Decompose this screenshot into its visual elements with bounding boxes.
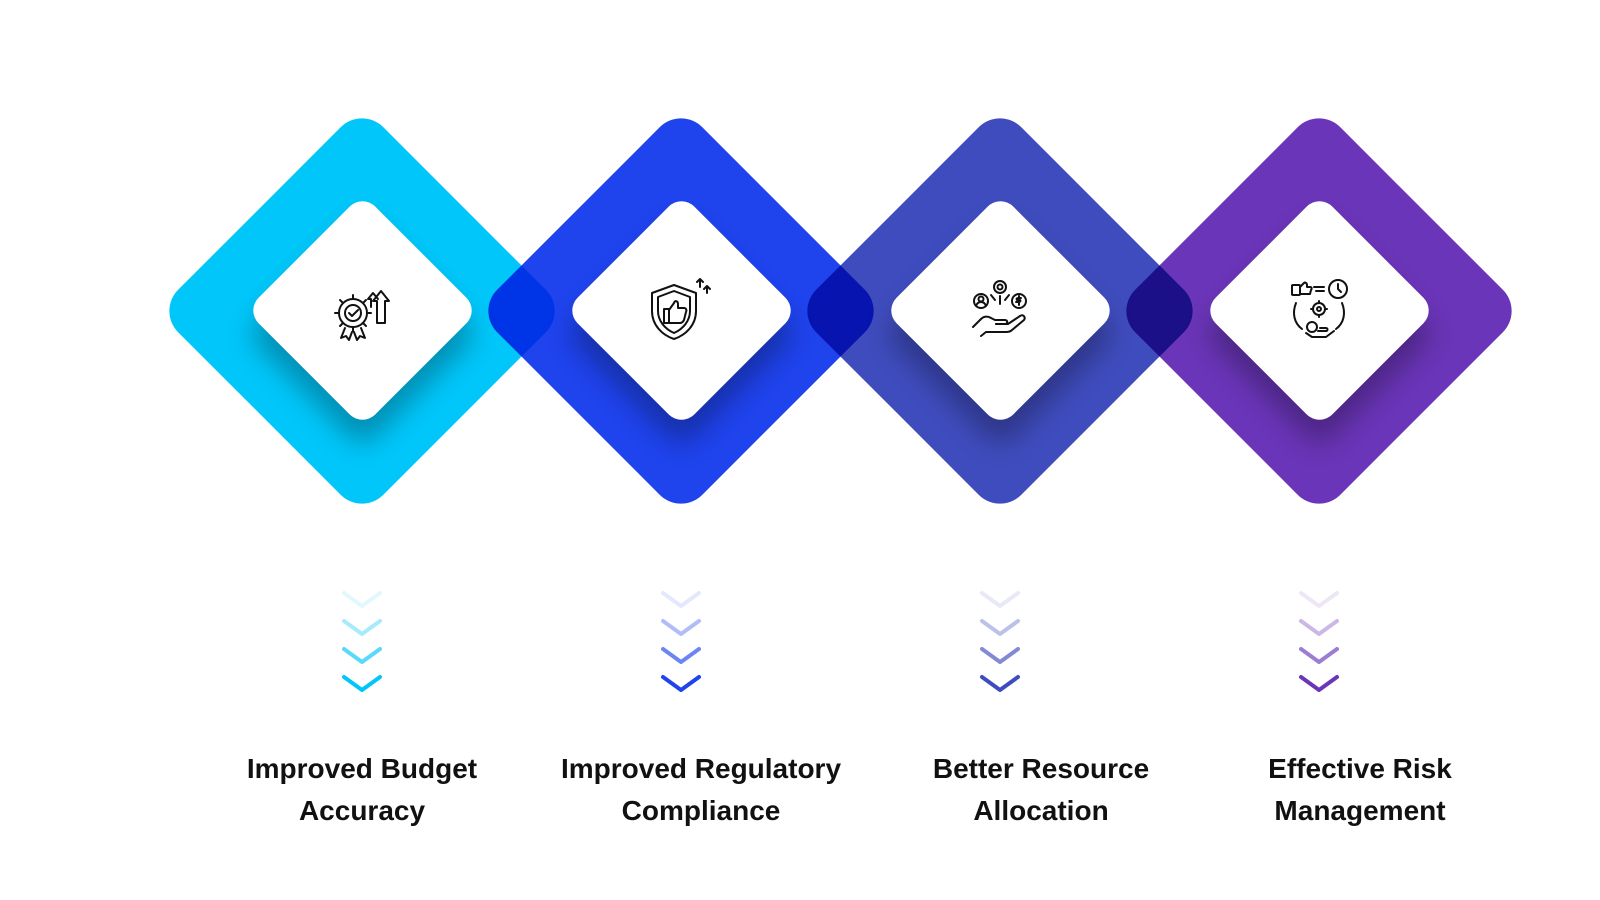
step-label-2-line1: Improved Regulatory: [560, 753, 842, 784]
step-label-3: Better Resource Allocation: [876, 748, 1206, 832]
chevron-down-icon-3: [975, 585, 1025, 695]
risk-management-cycle-icon: [1279, 270, 1359, 350]
step-label-4-line2: Management: [1274, 795, 1446, 826]
step-label-2-line2: Compliance: [621, 795, 781, 826]
step-label-4-line1: Effective Risk: [1268, 753, 1452, 784]
step-label-1: Improved Budget Accuracy: [197, 748, 527, 832]
chevron-down-icon-4: [1294, 585, 1344, 695]
step-label-4: Effective Risk Management: [1195, 748, 1525, 832]
step-label-1-line2: Accuracy: [298, 795, 426, 826]
step-label-3-line1: Better Resource: [932, 753, 1150, 784]
hand-resources-icon: [960, 270, 1040, 350]
step-label-3-line2: Allocation: [973, 795, 1109, 826]
chevron-down-icon-2: [656, 585, 706, 695]
chevron-down-icon-1: [337, 585, 387, 695]
shield-thumbs-up-icon: [641, 270, 721, 350]
gear-badge-growth-icon: [322, 270, 402, 350]
step-label-2: Improved Regulatory Compliance: [536, 748, 866, 832]
step-label-1-line1: Improved Budget: [246, 753, 478, 784]
